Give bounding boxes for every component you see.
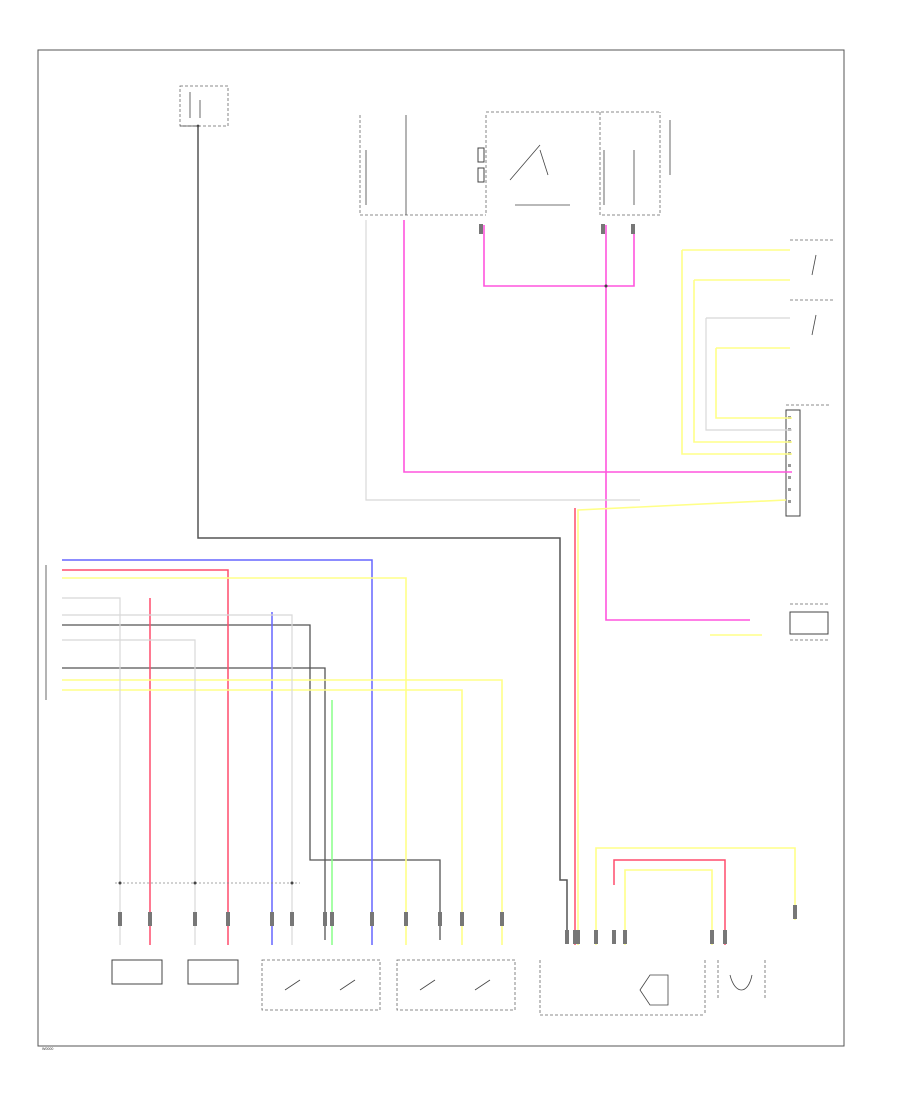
module-right-upper bbox=[785, 239, 835, 517]
diagram-frame bbox=[37, 49, 845, 1047]
wire-gray-4 bbox=[62, 639, 196, 945]
wire-blue-1 bbox=[62, 559, 373, 945]
wire-gray-1 bbox=[365, 220, 640, 501]
wire-yellow-13 bbox=[624, 869, 713, 945]
wire-yellow-1 bbox=[62, 577, 407, 945]
wire-pink-2 bbox=[483, 225, 635, 287]
sensor-box-2 bbox=[187, 959, 239, 985]
wire-black-a bbox=[62, 624, 441, 940]
splice-node bbox=[118, 881, 122, 885]
wire-pink-3 bbox=[605, 225, 750, 621]
wire-yellow-5 bbox=[595, 847, 796, 945]
fuse-panel-center bbox=[359, 115, 487, 216]
component-right-middle bbox=[789, 603, 830, 641]
wire-yellow-2 bbox=[62, 679, 503, 945]
relay-box bbox=[486, 111, 671, 216]
wire-red-4 bbox=[613, 859, 726, 945]
splice-node bbox=[604, 284, 608, 288]
control-unit-bottom bbox=[539, 960, 706, 1016]
connector-pins bbox=[118, 224, 797, 944]
wire-yellow-8 bbox=[715, 348, 792, 419]
wire-black-main bbox=[197, 126, 568, 940]
switch-assembly-2 bbox=[396, 959, 516, 1011]
splice-node bbox=[193, 881, 197, 885]
frame-corner-code: W0000 bbox=[42, 1047, 53, 1051]
wire-black-b bbox=[62, 667, 326, 940]
wire-yellow-7 bbox=[693, 280, 792, 443]
component-bottom-right bbox=[717, 960, 766, 1000]
wire-gray-5 bbox=[705, 318, 792, 431]
wire-red-1 bbox=[62, 569, 229, 945]
fuse-block-left bbox=[179, 85, 229, 128]
wire-yellow-6 bbox=[681, 250, 792, 455]
splice-node bbox=[290, 881, 294, 885]
wire-pink-1 bbox=[403, 220, 792, 473]
wire-gray-3 bbox=[62, 614, 293, 945]
wire-gray-2 bbox=[62, 597, 121, 945]
wire-yellow-3 bbox=[62, 689, 463, 945]
switch-assembly-1 bbox=[261, 959, 381, 1011]
sensor-box-1 bbox=[111, 959, 163, 985]
wire-yellow-4 bbox=[577, 499, 787, 945]
